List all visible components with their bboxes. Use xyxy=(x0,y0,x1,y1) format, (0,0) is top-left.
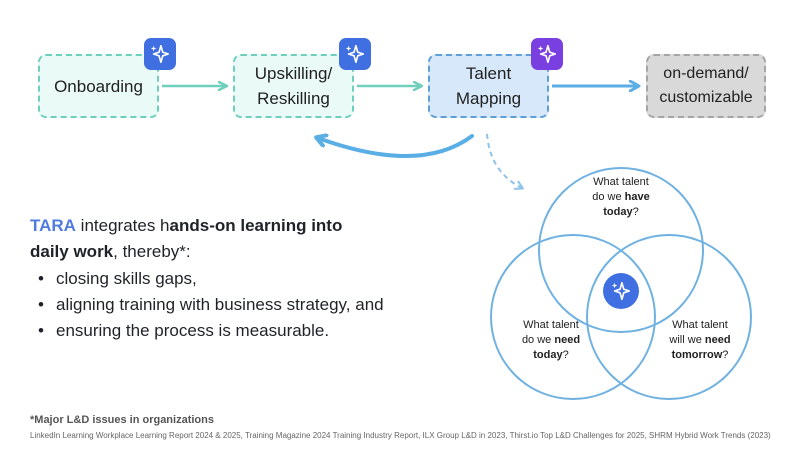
venn-label-top: What talent do we have today? xyxy=(575,175,667,220)
venn-text: ? xyxy=(562,349,569,361)
list-item: closing skills gaps, xyxy=(30,266,390,292)
list-item: ensuring the process is measurable. xyxy=(30,318,390,344)
step-label: Upskilling/ Reskilling xyxy=(254,64,333,108)
venn-bold: need xyxy=(704,334,731,346)
step-onboarding: Onboarding xyxy=(38,54,159,118)
intro-bold: ands-on learning into xyxy=(169,216,343,235)
intro-text-2: , thereby*: xyxy=(113,242,191,261)
arrow-back-loop xyxy=(318,136,474,158)
venn-circle-right xyxy=(586,234,752,400)
sparkle-icon xyxy=(603,273,639,309)
venn-text: ? xyxy=(632,206,639,218)
footnote-sources: LinkedIn Learning Workplace Learning Rep… xyxy=(30,431,771,440)
venn-circle-left xyxy=(490,234,656,400)
step-label: Onboarding xyxy=(54,76,143,96)
brand-name: TARA xyxy=(30,216,76,235)
intro-line-1: TARA integrates hands-on learning into xyxy=(30,216,342,236)
venn-bold: tomorrow xyxy=(671,349,723,361)
step-label: Talent Mapping xyxy=(455,64,522,108)
venn-label-right: What talent will we need tomorrow? xyxy=(654,318,746,363)
venn-text: What talent will we xyxy=(669,319,728,346)
venn-bold: have xyxy=(624,191,650,203)
list-item: aligning training with business strategy… xyxy=(30,292,390,318)
step-label: on-demand/ customizable xyxy=(659,65,753,106)
sparkle-icon xyxy=(531,38,563,70)
sparkle-icon xyxy=(339,38,371,70)
venn-bold: need xyxy=(554,334,581,346)
venn-text: What talent do we xyxy=(521,319,579,346)
intro-text: integrates h xyxy=(75,216,170,235)
intro-line-2: daily work, thereby*: xyxy=(30,242,191,262)
bullet-list: closing skills gaps, aligning training w… xyxy=(30,266,390,344)
venn-bold: today xyxy=(603,206,633,218)
step-on-demand: on-demand/ customizable xyxy=(646,54,766,118)
venn-text: ? xyxy=(722,349,729,361)
intro-bold-2: daily work xyxy=(30,242,114,261)
venn-label-left: What talent do we need today? xyxy=(505,318,597,363)
sparkle-icon xyxy=(144,38,176,70)
venn-text: What talent do we xyxy=(592,176,649,203)
step-talent-mapping: Talent Mapping xyxy=(428,54,549,118)
footnote-title: *Major L&D issues in organizations xyxy=(30,414,214,426)
step-upskilling: Upskilling/ Reskilling xyxy=(233,54,354,118)
arrow-dashed-to-venn xyxy=(486,133,524,190)
venn-bold: today xyxy=(533,349,563,361)
venn-circle-top xyxy=(538,167,704,333)
